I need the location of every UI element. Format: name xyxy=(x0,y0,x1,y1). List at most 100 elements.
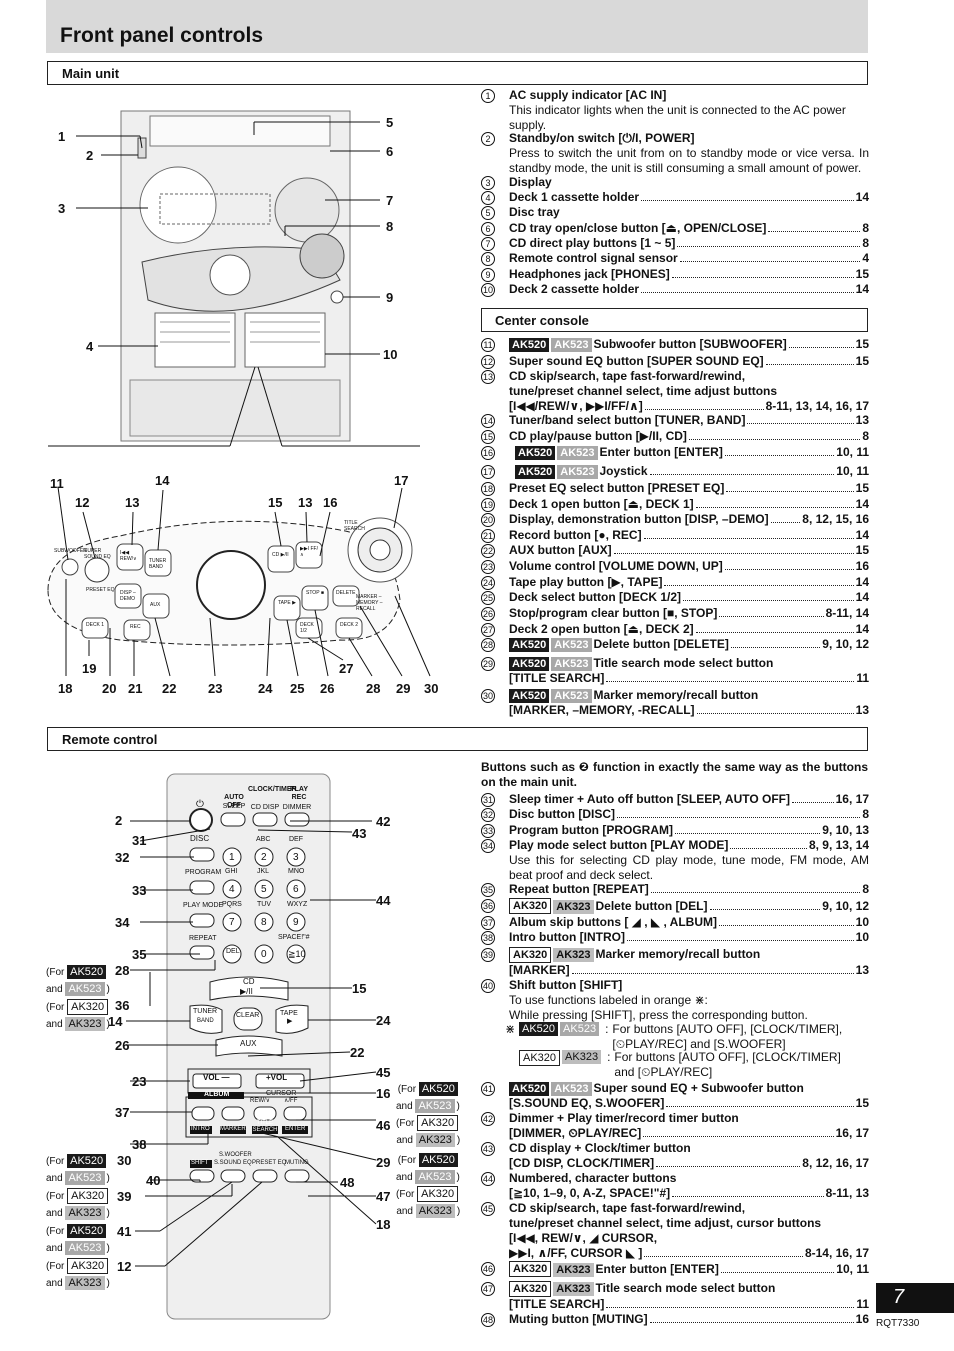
remote-callout-2: 2 xyxy=(115,813,123,828)
remote-callout-43: 43 xyxy=(352,826,367,841)
remote-callout-26: 26 xyxy=(115,1038,130,1053)
callout-9: 9 xyxy=(386,290,394,305)
remote-del-label: DEL xyxy=(226,948,240,955)
console-preset-eq-label: PRESET EQ xyxy=(86,587,115,593)
remote-callout-44: 44 xyxy=(376,893,391,908)
remote-power-icon: ⏻ xyxy=(196,799,204,810)
remote-cd-label: CD xyxy=(243,977,255,986)
remote-callout-28: 28 xyxy=(115,963,130,978)
callout-27: 27 xyxy=(339,661,354,676)
remote-cursor-label: CURSOR xyxy=(266,1090,297,1097)
callout-26: 26 xyxy=(320,681,335,696)
remote-title-search-label: TITLE SEARCH xyxy=(252,1120,278,1133)
page-number: 7 xyxy=(876,1283,954,1313)
remote-ff-label: ∧/FF xyxy=(284,1098,298,1104)
callout-13: 13 xyxy=(125,495,140,510)
remote-program-label: PROGRAM xyxy=(185,869,222,876)
console-ff-label: ▶▶I FF/∧ xyxy=(300,546,318,558)
remote-swoofer-label: S.WOOFER xyxy=(219,1152,252,1158)
remote-shift-label: SHIFT xyxy=(191,1160,209,1166)
remote-callout-29: 29 xyxy=(376,1155,391,1170)
console-deck12-label: DECK 1/2 xyxy=(300,622,314,634)
remote-muting-label: MUTING xyxy=(285,1160,309,1166)
remote-band-label: BAND xyxy=(197,1018,214,1024)
console-tape-label: TAPE ▶ xyxy=(278,600,296,606)
console-deck2-label: DECK 2 xyxy=(340,622,359,628)
remote-callout-33: 33 xyxy=(132,883,147,898)
remote-tuner-label: TUNER xyxy=(193,1008,218,1015)
remote-callout-18: 18 xyxy=(376,1217,391,1232)
callout-12: 12 xyxy=(75,495,90,510)
callout-21: 21 xyxy=(128,681,143,696)
remote-callout-48: 48 xyxy=(340,1175,355,1190)
callout-24: 24 xyxy=(258,681,273,696)
callout-15: 15 xyxy=(268,495,283,510)
page-header: Front panel controls xyxy=(46,0,868,53)
console-disp-label: DISP –DEMO xyxy=(120,590,136,602)
console-subwoofer-label: SUBWOOFER xyxy=(54,548,87,554)
remote-vol-minus-label: VOL — xyxy=(203,1073,230,1082)
remote-mno-label: MNO xyxy=(288,868,305,875)
console-aux-label: AUX xyxy=(150,602,161,608)
remote-callout-40: 40 xyxy=(146,1173,161,1188)
remote-sleep-label: SLEEP xyxy=(222,803,246,810)
callout-11: 11 xyxy=(50,476,64,491)
remote-key-6: 6 xyxy=(293,884,299,895)
remote-callout-16: 16 xyxy=(376,1086,391,1101)
remote-callout-39: 39 xyxy=(117,1189,132,1204)
remote-cd-play-icon: ▶/II xyxy=(240,987,253,996)
remote-disc-label: DISC xyxy=(190,834,210,843)
console-rew-label: I◀◀ REW/∨ xyxy=(120,550,137,562)
remote-callout-35: 35 xyxy=(132,947,147,962)
remote-callout-34: 34 xyxy=(115,915,130,930)
remote-key-1: 1 xyxy=(229,852,235,863)
callout-6: 6 xyxy=(386,144,394,159)
callout-3: 3 xyxy=(58,201,66,216)
remote-tuv-label: TUV xyxy=(257,901,271,908)
callout-20: 20 xyxy=(102,681,117,696)
remote-auto-off-label: AUTO OFF xyxy=(224,794,244,809)
remote-preset-eq-label: PRESET EQ xyxy=(252,1160,287,1166)
remote-clock-label: CLOCK/TIMER xyxy=(248,786,297,793)
remote-tape-play-icon: ▶ xyxy=(287,1018,293,1025)
callout-17: 17 xyxy=(394,473,409,488)
callout-23: 23 xyxy=(208,681,223,696)
remote-callout-41: 41 xyxy=(117,1224,132,1239)
remote-jkl-label: JKL xyxy=(257,868,270,875)
callout-30: 30 xyxy=(424,681,439,696)
remote-wxyz-label: WXYZ xyxy=(287,901,308,908)
remote-key-5: 5 xyxy=(261,884,267,895)
remote-aux-label: AUX xyxy=(240,1039,257,1048)
remote-callout-15: 15 xyxy=(352,981,367,996)
callout-2: 2 xyxy=(86,148,94,163)
remote-callout-47: 47 xyxy=(376,1189,391,1204)
remote-callout-37: 37 xyxy=(115,1105,130,1120)
remote-callout-45: 45 xyxy=(376,1065,391,1080)
